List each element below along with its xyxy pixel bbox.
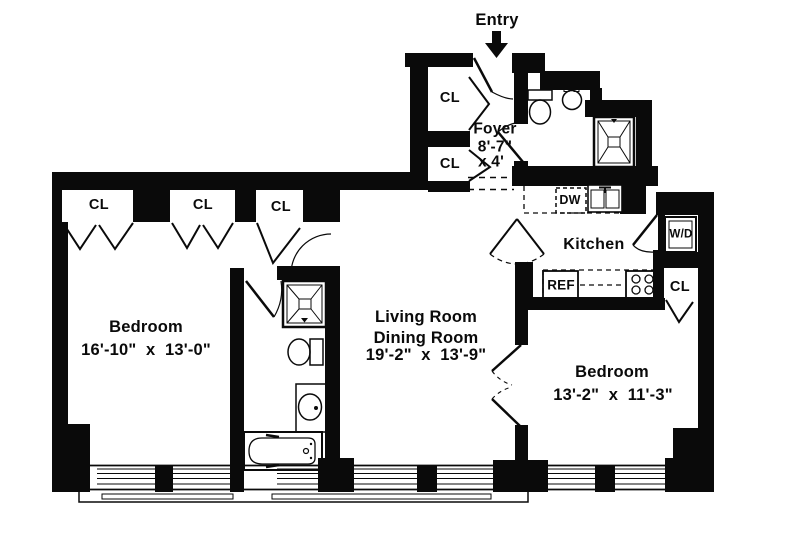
- foyer-closet2-door: [468, 149, 492, 182]
- refrigerator-label: REF: [547, 277, 575, 293]
- foyer-name: Foyer: [473, 120, 517, 138]
- bath2-door: [497, 121, 524, 163]
- window-glazing-lines: [97, 468, 665, 485]
- shower-upper-icon: [592, 115, 636, 169]
- bedroom1-closet1-door: [62, 222, 134, 251]
- bedroom-left-name: Bedroom: [109, 317, 183, 336]
- bath1-door: [245, 280, 283, 318]
- bedroom-right-dims: 13'-2" x 11'-3": [553, 385, 673, 404]
- sink-upper-icon: [561, 86, 583, 111]
- kitchen-sink-icon: [587, 184, 623, 213]
- living-room-name-1: Living Room: [374, 307, 478, 326]
- washer-dryer-box: [664, 216, 697, 253]
- kitchen-swing-door: [489, 218, 545, 265]
- terrace-line: [78, 463, 529, 503]
- foyer-passage-dashed: [468, 176, 514, 191]
- windows: [90, 464, 714, 491]
- kitchen-name: Kitchen: [563, 236, 625, 253]
- closet-label-kitchen: CL: [669, 278, 691, 295]
- bedroom2-double-doors: [491, 344, 522, 427]
- bathtub-icon: [243, 431, 323, 471]
- closet-label-bedroom1-a: CL: [88, 196, 110, 213]
- toilet-upper-icon: [527, 89, 553, 125]
- closet-label-foyer-2: CL: [439, 155, 461, 172]
- walls: [52, 53, 714, 492]
- vanity-sink-icon: [295, 383, 327, 433]
- dishwasher-label: DW: [559, 192, 581, 207]
- bedroom1-door: [290, 233, 332, 276]
- dishwasher-box: [555, 187, 587, 214]
- closet-label-foyer-1: CL: [439, 89, 461, 106]
- foyer-closet1-door: [468, 76, 491, 131]
- shower-middle-icon: [281, 279, 328, 329]
- living-room-dims: 19'-2" x 13'-9": [365, 345, 487, 364]
- toilet-middle-icon: [287, 338, 324, 366]
- living-room-name-2: Dining Room: [373, 328, 479, 347]
- stove-icon: [625, 270, 659, 299]
- entry-door: [472, 57, 514, 100]
- entry-label: Entry: [475, 10, 519, 29]
- kitchen-closet-door: [665, 299, 694, 324]
- wd-closet-door: [632, 214, 658, 253]
- refrigerator-box: [542, 270, 579, 299]
- bedroom-left-dims: 16'-10" x 13'-0": [81, 340, 211, 359]
- bathroom-fixtures: [243, 86, 636, 471]
- washer-dryer-label: W/D: [669, 228, 693, 241]
- doors: [62, 57, 694, 427]
- counter-top-dashed: [523, 186, 646, 214]
- bedroom1-closet2-door: [171, 222, 234, 250]
- closet-label-bedroom1-b: CL: [192, 196, 214, 213]
- kitchen-fixtures: [523, 184, 697, 299]
- closet-interiors: [62, 67, 698, 298]
- foyer-dims-1: 8'-7": [477, 138, 513, 156]
- entry-arrow-icon: [485, 31, 508, 58]
- foyer-dims-2: x 4': [477, 153, 505, 171]
- closet-label-bedroom1-c: CL: [270, 198, 292, 215]
- bedroom-right-name: Bedroom: [575, 362, 649, 381]
- bedroom1-closet3-door: [256, 222, 301, 265]
